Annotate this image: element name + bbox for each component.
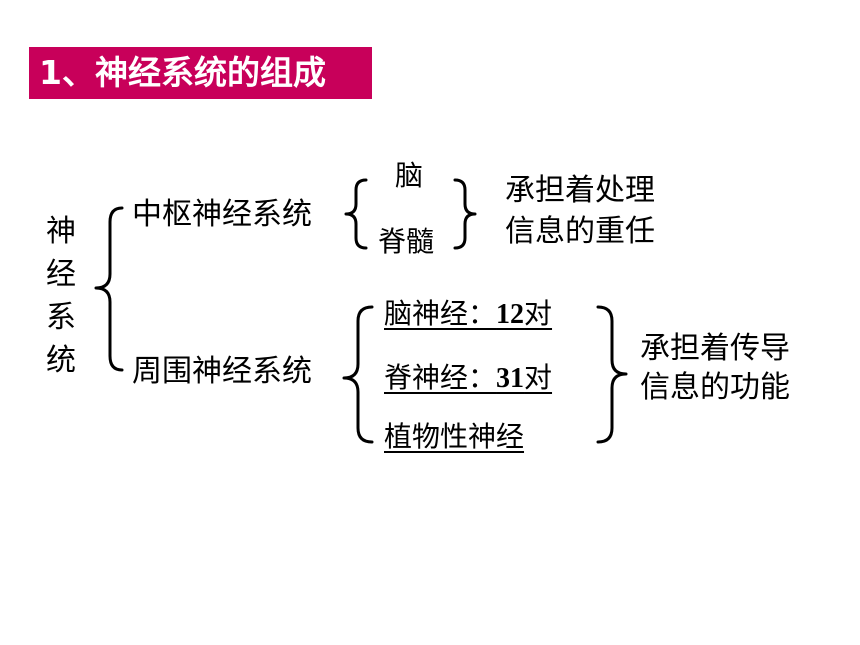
central-left-brace xyxy=(344,178,368,250)
slide-title: 1、神经系统的组成 xyxy=(39,53,326,92)
root-char: 系 xyxy=(46,300,76,335)
peripheral-function-line-1: 承担着传导 xyxy=(640,331,790,366)
central-label: 中枢神经系统 xyxy=(132,197,312,232)
peripheral-item-autonomic-nerves: 植物性神经 xyxy=(384,420,525,453)
central-right-brace xyxy=(453,178,477,250)
central-item-brain: 脑 xyxy=(395,159,424,192)
root-char: 经 xyxy=(46,257,76,292)
peripheral-right-brace xyxy=(596,305,628,444)
item-name: 脑神经： xyxy=(384,297,497,330)
item-count: 12 xyxy=(496,299,525,330)
root-char: 统 xyxy=(46,343,76,378)
item-unit: 对 xyxy=(524,297,553,330)
peripheral-function-line-2: 信息的功能 xyxy=(640,370,790,405)
item-count: 31 xyxy=(496,363,525,394)
root-label: 神 经 系 统 xyxy=(44,210,78,382)
peripheral-label: 周围神经系统 xyxy=(132,354,312,389)
central-item-spinal-cord: 脊髓 xyxy=(378,225,435,258)
peripheral-left-brace xyxy=(342,305,374,444)
root-brace xyxy=(94,206,124,372)
central-function-line-2: 信息的重任 xyxy=(505,214,655,249)
root-char: 神 xyxy=(46,214,76,249)
peripheral-item-spinal-nerves: 脊神经：31对 xyxy=(384,364,552,393)
item-name: 脊神经： xyxy=(384,361,497,394)
title-banner: 1、神经系统的组成 xyxy=(29,47,372,99)
central-function-line-1: 承担着处理 xyxy=(505,173,655,208)
item-unit: 对 xyxy=(524,361,553,394)
peripheral-item-cranial-nerves: 脑神经：12对 xyxy=(384,300,552,329)
